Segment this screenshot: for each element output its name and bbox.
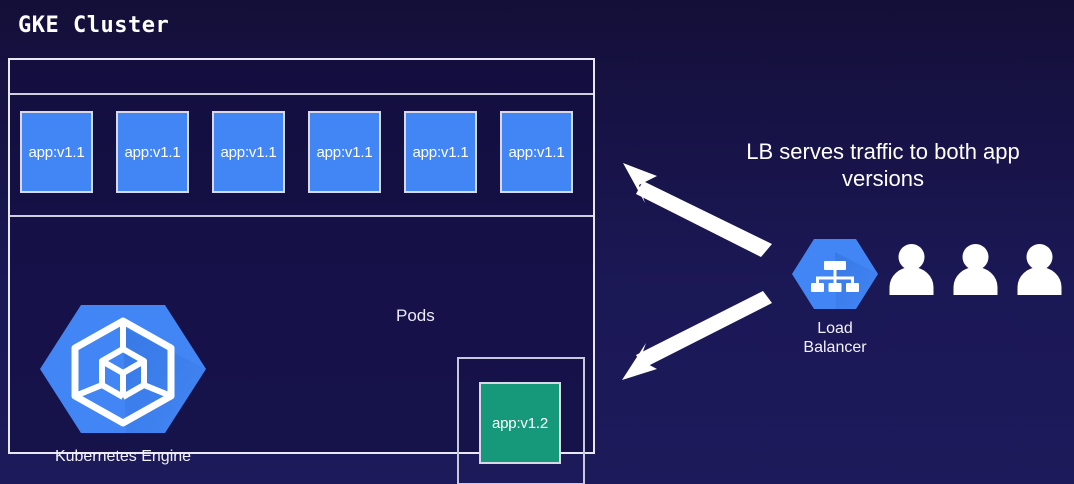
pod-group-v2: app:v1.2 — [457, 357, 585, 484]
user-icon — [889, 244, 934, 295]
pod-label: app:v1.1 — [412, 143, 469, 161]
pod-label: app:v1.1 — [316, 143, 373, 161]
pod-label: app:v1.2 — [492, 414, 548, 432]
pod-box[interactable]: app:v1.1 — [212, 111, 285, 193]
kubernetes-engine-hexagon-icon — [40, 305, 206, 433]
users-row — [888, 243, 1063, 295]
load-balancer-label: Load Balancer — [789, 319, 881, 357]
kubernetes-engine-label: Kubernetes Engine — [54, 448, 192, 465]
cluster-divider-top — [10, 93, 593, 95]
pod-label: app:v1.1 — [508, 143, 565, 161]
load-balancer-hexagon-icon — [792, 239, 878, 309]
pod-box[interactable]: app:v1.1 — [404, 111, 477, 193]
pod-box-v2[interactable]: app:v1.2 — [479, 382, 561, 464]
kubernetes-engine-logo: Kubernetes Engine — [38, 299, 208, 466]
pod-label: app:v1.1 — [124, 143, 181, 161]
page-title: GKE Cluster — [18, 13, 170, 38]
gke-cluster-box: app:v1.1 app:v1.1 app:v1.1 app:v1.1 app:… — [8, 58, 595, 484]
pod-box[interactable]: app:v1.1 — [500, 111, 573, 193]
user-icon — [953, 244, 998, 295]
user-icon — [1017, 244, 1062, 295]
pod-label: app:v1.1 — [28, 143, 85, 161]
load-balancer-label-line1: Load — [817, 320, 853, 337]
pods-section-label: Pods — [396, 306, 435, 325]
load-balancer-label-line2: Balancer — [803, 339, 867, 356]
arrow-to-v2-pod — [622, 291, 772, 380]
lb-note-text: LB serves traffic to both app versions — [746, 139, 1020, 191]
pod-row-v1: app:v1.1 app:v1.1 app:v1.1 app:v1.1 app:… — [20, 111, 587, 193]
pod-box[interactable]: app:v1.1 — [308, 111, 381, 193]
cluster-divider-bottom — [10, 215, 593, 217]
pod-box[interactable]: app:v1.1 — [20, 111, 93, 193]
load-balancer: Load Balancer — [789, 236, 881, 357]
pod-box[interactable]: app:v1.1 — [116, 111, 189, 193]
pod-label: app:v1.1 — [220, 143, 277, 161]
